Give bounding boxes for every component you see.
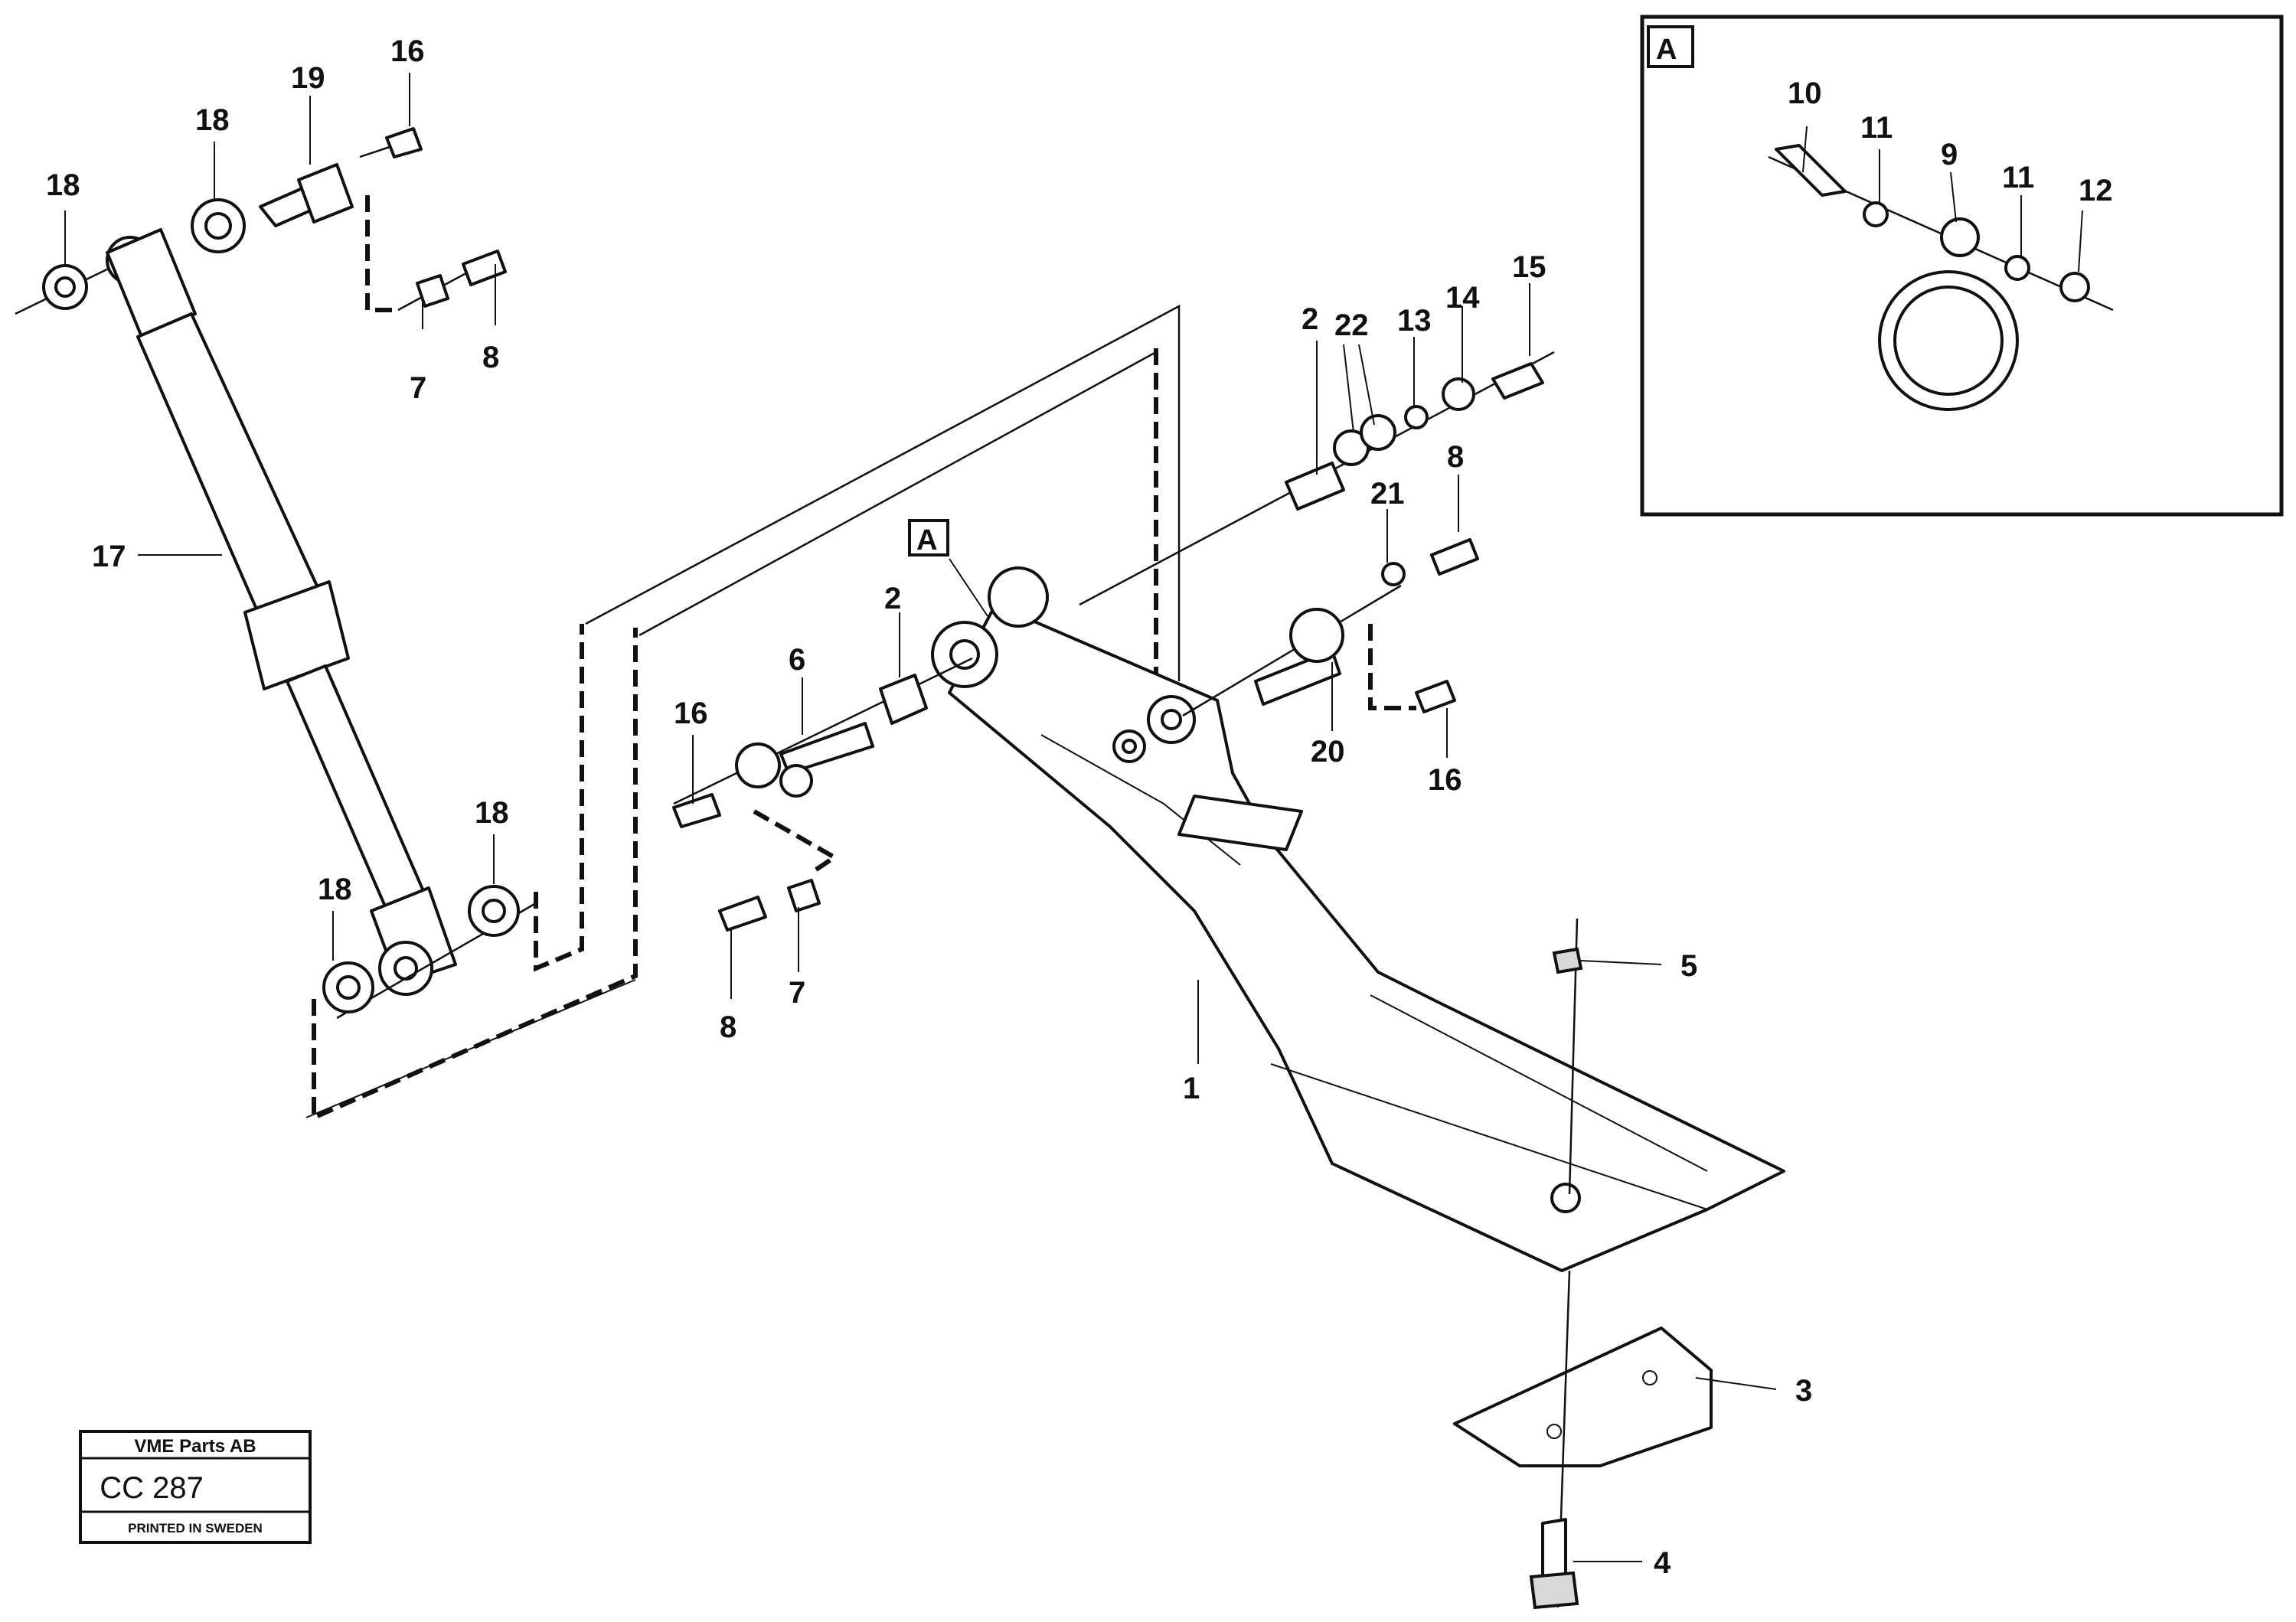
callout-1: 1 [1183,1072,1200,1105]
title-stamp: VME Parts AB CC 287 PRINTED IN SWEDEN [79,1430,312,1544]
stamp-printed: PRINTED IN SWEDEN [128,1521,263,1536]
pin-assembly-left [672,657,973,932]
callout-16: 16 [1428,763,1462,797]
leader-lines [64,73,2083,1562]
inset-detail-a [1640,15,2284,517]
callout-13: 13 [1397,304,1432,338]
callout-22: 22 [1334,308,1369,342]
callout-18: 18 [318,873,352,906]
inset-marker: A [1656,34,1677,66]
callout-12: 12 [2079,174,2113,207]
callout-16: 16 [390,34,425,68]
callout-4: 4 [1654,1546,1671,1580]
callout-3: 3 [1795,1374,1812,1408]
callout-9: 9 [1941,138,1958,171]
pin-assembly-top [1079,351,1555,606]
callout-20: 20 [1311,735,1345,769]
callout-15: 15 [1512,250,1546,284]
callout-10: 10 [1788,77,1822,110]
callout-14: 14 [1445,281,1480,315]
callout-16: 16 [674,697,708,730]
pin-assembly-right [1182,538,1479,717]
stamp-code: CC 287 [100,1471,204,1505]
callout-17: 17 [92,540,126,573]
callout-labels: 1 2 2 3 4 5 6 7 7 8 8 8 9 10 11 11 12 13… [46,34,2113,1580]
callout-5: 5 [1680,949,1697,983]
callout-8: 8 [720,1010,736,1044]
callout-8: 8 [1447,440,1464,474]
callout-2: 2 [1302,302,1318,336]
detail-marker-box [908,519,949,556]
callout-21: 21 [1370,477,1405,511]
callout-2: 2 [884,582,901,615]
callout-18: 18 [195,103,230,137]
callout-11: 11 [1860,111,1893,145]
stamp-company: VME Parts AB [134,1436,256,1457]
callout-7: 7 [410,371,426,405]
boom-arm [931,566,1785,1272]
callout-18: 18 [46,168,80,202]
callout-6: 6 [789,643,805,677]
callout-18: 18 [475,796,509,830]
callout-19: 19 [291,61,325,95]
hydraulic-cylinder [15,127,537,1020]
callout-7: 7 [789,976,805,1010]
detail-marker: A [916,524,937,556]
callout-11: 11 [2002,161,2034,194]
base-plate [1453,918,1713,1610]
callout-8: 8 [482,341,499,374]
